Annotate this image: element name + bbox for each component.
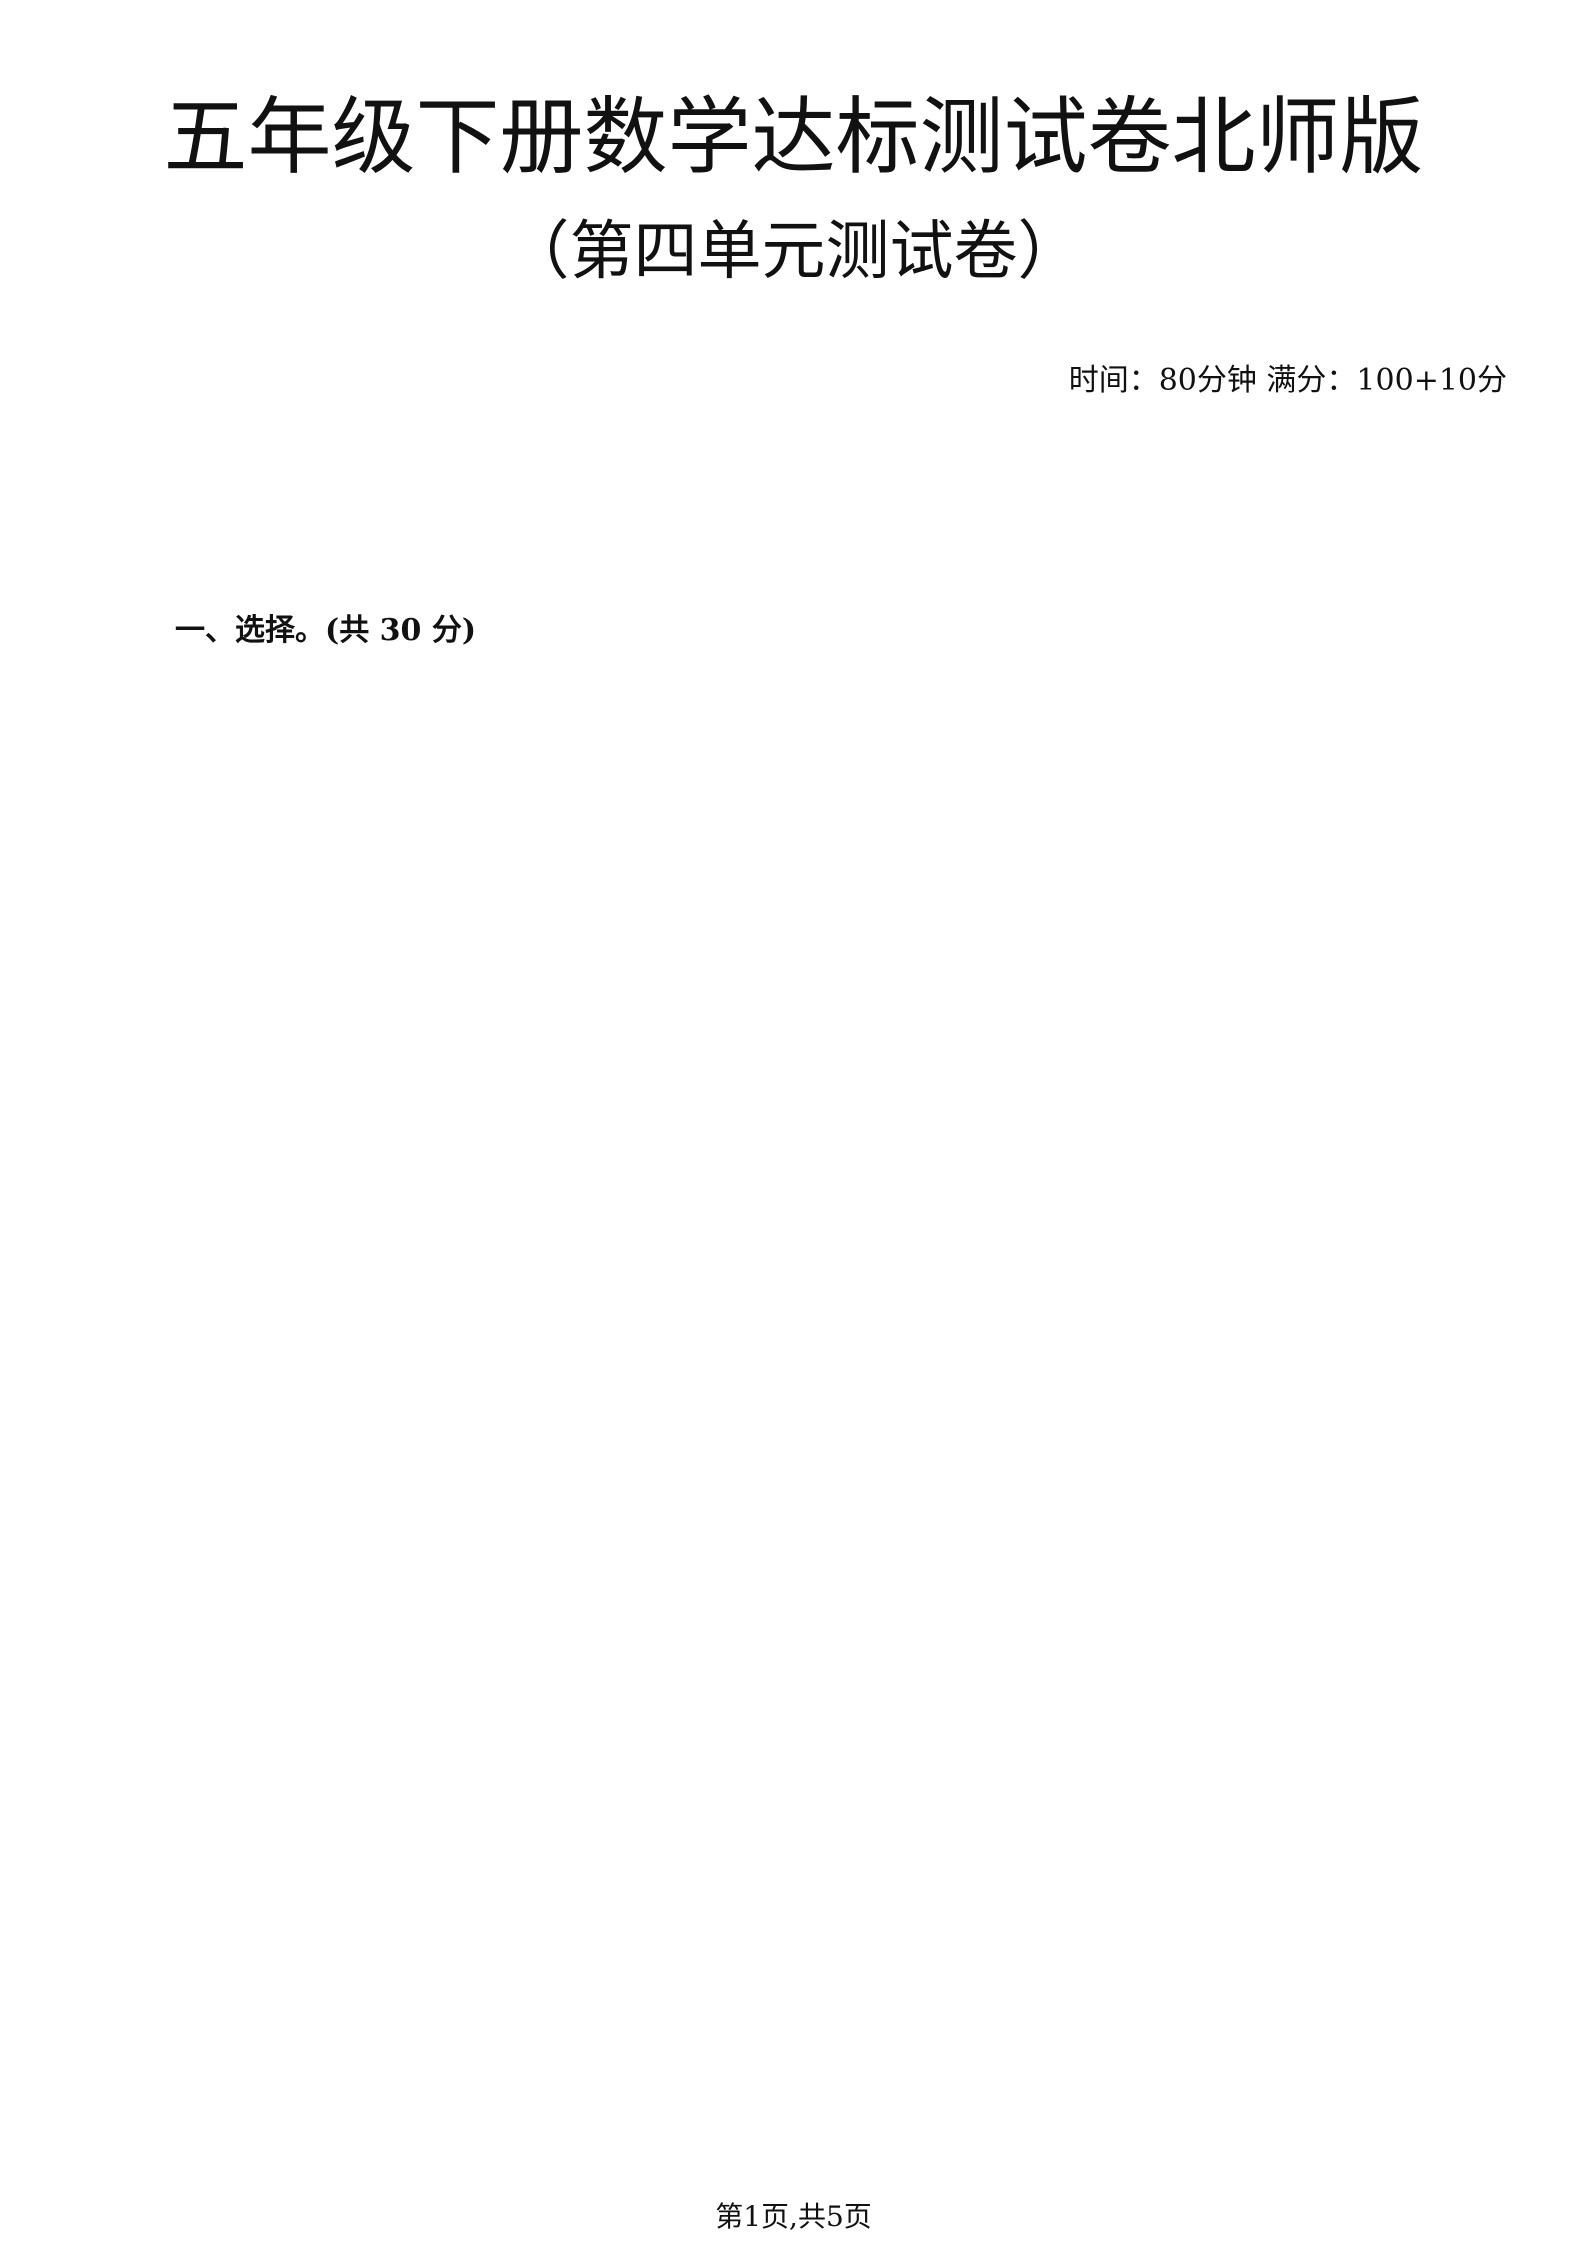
- page-footer: 第1页,共5页: [715, 2200, 872, 2233]
- page-title: 五年级下册数学达标测试卷北师版: [163, 88, 1424, 186]
- page-subtitle: （第四单元测试卷）: [505, 215, 1082, 289]
- section-heading: 一、选择。(共 30 分): [175, 613, 477, 648]
- exam-meta: 时间：80分钟 满分：100+10分: [1068, 363, 1507, 398]
